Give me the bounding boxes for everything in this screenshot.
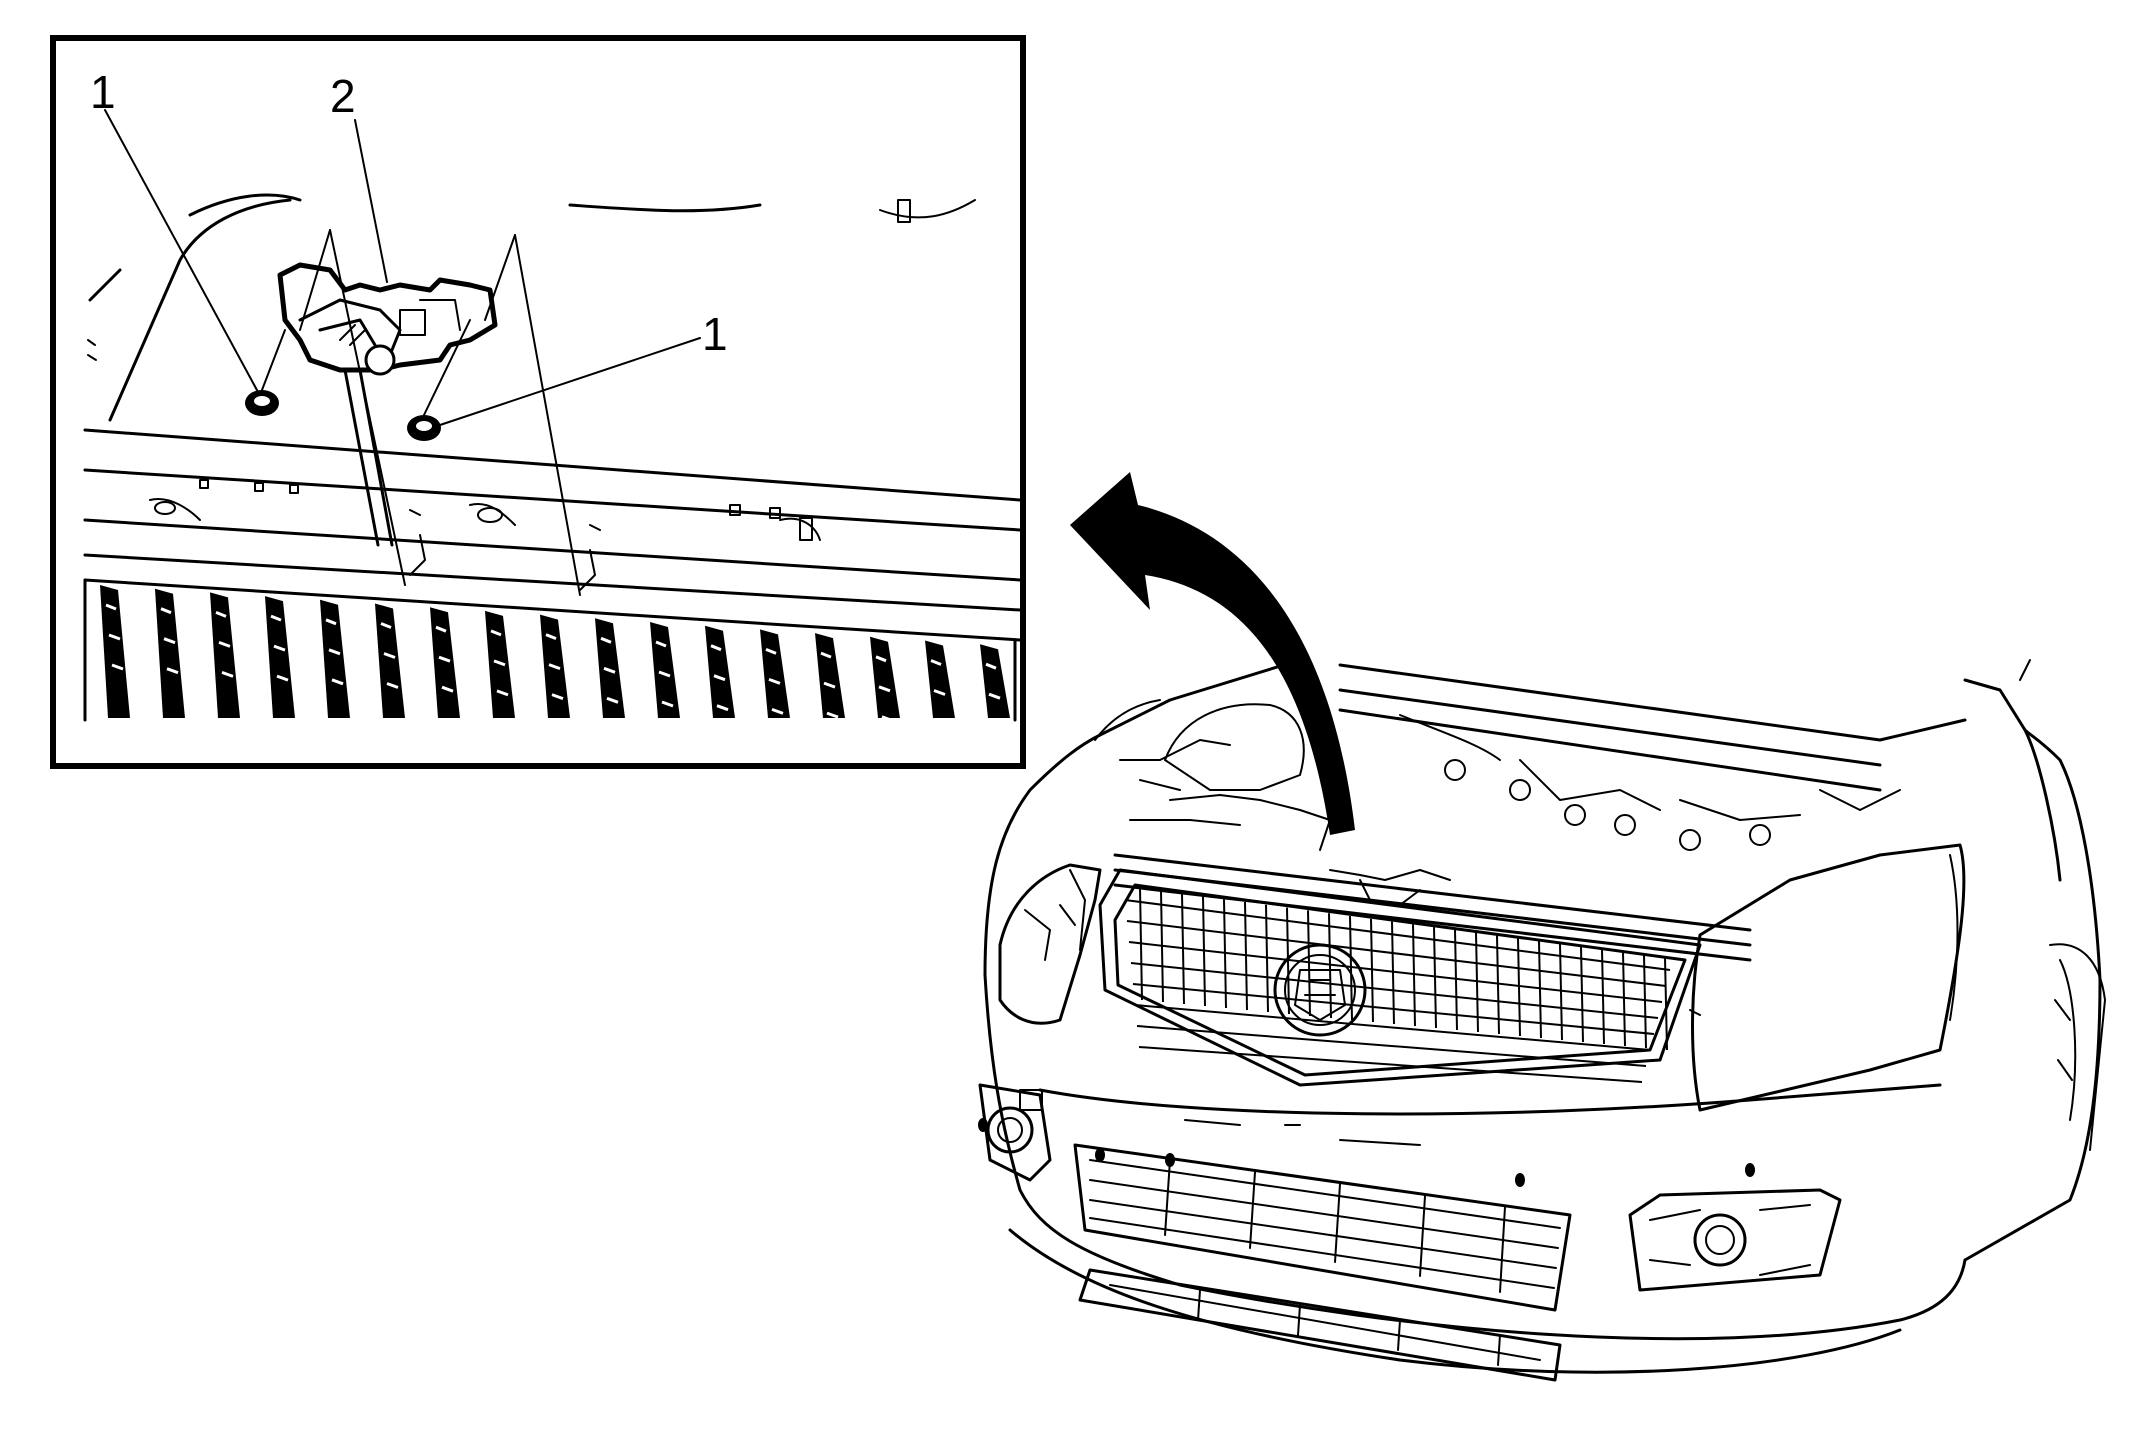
alignment-lines [299, 229, 601, 596]
grille-slat-highlight [655, 640, 674, 708]
lower-grille [1073, 1143, 1572, 1312]
grille-slat-highlight [765, 648, 784, 715]
grille-mesh-row [1124, 899, 1671, 971]
callout-leaders [104, 109, 701, 426]
grille-slat [650, 622, 680, 718]
bolt-left [245, 329, 286, 416]
grille-mesh-col [1433, 927, 1437, 1029]
main-grille [1098, 868, 1702, 1087]
grille-slat-highlight [820, 651, 839, 719]
grille-mesh-col [1643, 955, 1647, 1049]
radiator-support-beam [83, 428, 1022, 642]
grille-slat [320, 599, 350, 718]
grille-mesh-col [1370, 918, 1374, 1023]
grille-mesh-col [1181, 893, 1185, 1005]
bolt-right [407, 319, 471, 441]
grille-mesh-col [1517, 938, 1521, 1037]
grille-mesh-col [1601, 949, 1605, 1045]
inset-body-outline [87, 193, 976, 422]
grille-mesh-col [1538, 941, 1542, 1039]
grille-slat-highlight [435, 625, 454, 693]
grille-mesh-row [1126, 920, 1667, 987]
grille-slat [595, 618, 625, 718]
grille-mesh-col [1223, 899, 1227, 1009]
grille-mesh-col [1349, 915, 1353, 1021]
grille-mesh-col [1622, 952, 1626, 1047]
grille-slat [980, 644, 1010, 718]
grille-mesh-row [1136, 1025, 1647, 1067]
inset-grille [83, 578, 1017, 730]
callout-label-2: 2 [330, 70, 356, 122]
grille-mesh-col [1328, 913, 1332, 1019]
headlight-right [1689, 843, 1966, 1112]
grille-slat-highlight [875, 655, 894, 723]
grille-mesh-col [1202, 896, 1206, 1007]
grille-mesh-col [1580, 946, 1584, 1043]
grille-slat [210, 592, 240, 718]
grille-mesh-col [1391, 921, 1395, 1025]
grille-slat-highlight [270, 614, 289, 682]
grille-mesh-col [1559, 943, 1563, 1041]
headlight-left [998, 863, 1102, 1025]
grille-slat [100, 585, 130, 718]
grille-mesh-col [1265, 904, 1269, 1013]
grille-slat-highlight [380, 622, 399, 689]
grille-mesh-col [1139, 887, 1143, 1001]
fog-lamp-left [978, 1083, 1052, 1182]
grille-slat-highlight [710, 644, 729, 712]
grille-mesh-col [1244, 901, 1248, 1011]
grille-slat [705, 625, 735, 718]
grille-slat [265, 596, 295, 718]
grille-slat-highlight [600, 636, 619, 704]
grille-slat-highlight [985, 662, 1004, 730]
grille-slat [155, 588, 185, 718]
grille-mesh-row [1134, 1004, 1651, 1051]
callout-label-1-left: 1 [90, 66, 116, 118]
curved-arrow-icon [1070, 472, 1355, 835]
grille-mesh-col [1454, 929, 1458, 1031]
grille-slat-highlight [215, 611, 234, 678]
inset-detail-view: 1 2 1 [50, 35, 1026, 769]
grille-mesh-col [1307, 910, 1311, 1017]
vehicle-front-view [978, 658, 2106, 1382]
grille-slat-highlight [325, 618, 344, 686]
fog-lamp-right [1628, 1188, 1842, 1292]
grille-mesh-col [1286, 907, 1290, 1015]
grille-slat-highlight [545, 633, 564, 701]
grille-mesh-row [1138, 1046, 1643, 1083]
emblem-icon [1273, 943, 1367, 1037]
grille-mesh-row [1128, 941, 1663, 1003]
grille-slat [375, 603, 405, 718]
grille-mesh-col [1496, 935, 1500, 1035]
grille-mesh-row [1130, 962, 1659, 1019]
grille-slat-highlight [490, 629, 509, 697]
grille-mesh-col [1160, 890, 1164, 1003]
callout-label-1-right: 1 [702, 308, 728, 360]
grille-slat-highlight [105, 603, 124, 671]
grille-slat-highlight [930, 659, 949, 726]
grille-mesh-col [1412, 924, 1416, 1027]
grille-mesh-col [1664, 957, 1668, 1051]
grille-mesh-col [1475, 932, 1479, 1033]
grille-slat-highlight [160, 607, 179, 675]
